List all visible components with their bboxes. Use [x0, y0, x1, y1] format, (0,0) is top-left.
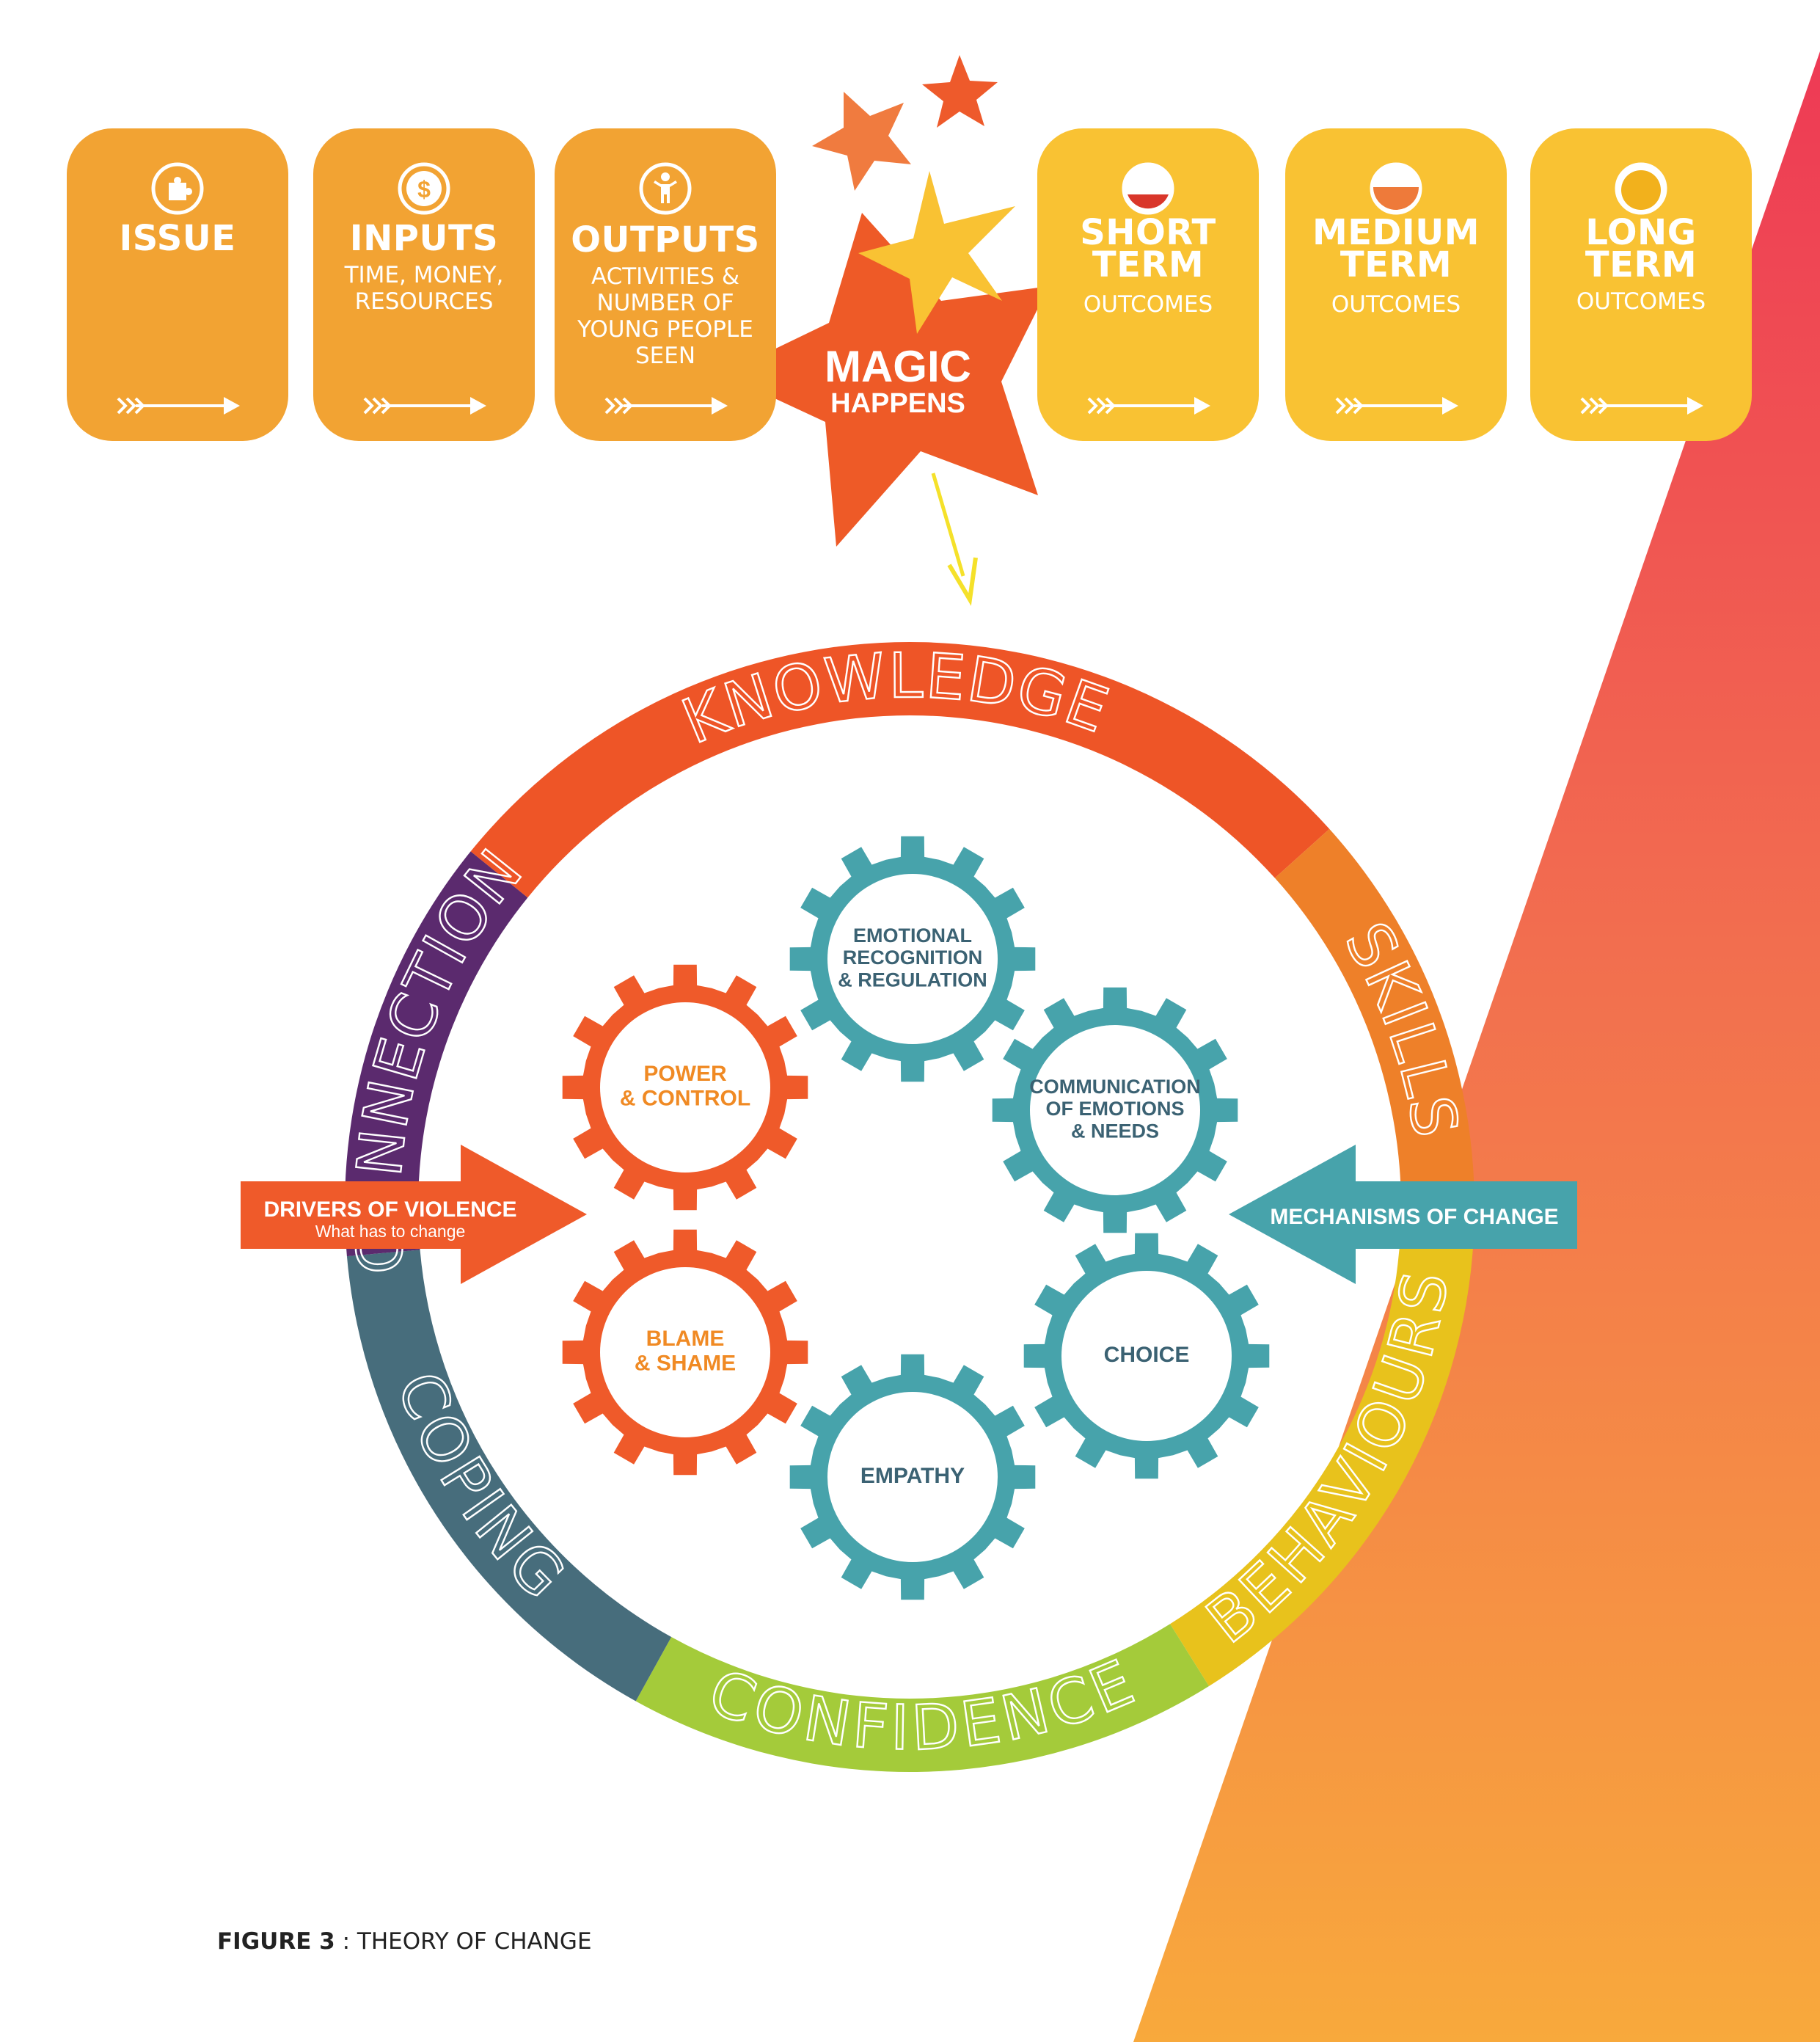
gear-empathy-center	[827, 1392, 998, 1562]
gear-blame-center	[600, 1267, 770, 1437]
box-subtitle: OUTCOMES	[1083, 291, 1213, 318]
box-title: MEDIUM TERM	[1312, 212, 1480, 285]
box-subtitle: OUTCOMES	[1331, 291, 1461, 318]
arrow-right-icon	[117, 397, 240, 415]
ring-segment-behaviours	[1170, 1233, 1474, 1686]
gauge-low-icon	[1122, 162, 1174, 215]
box-subtitle: ACTIVITIES & NUMBER OF YOUNG PEOPLE SEEN	[577, 263, 753, 369]
box-title: OUTPUTS	[571, 219, 760, 260]
gear-emotional-label: RECOGNITION	[843, 947, 983, 969]
svg-text:$: $	[417, 176, 431, 203]
arrow-right-icon	[604, 397, 728, 415]
ring-segment-knowledge	[470, 641, 1330, 898]
drivers-title: DRIVERS OF VIOLENCE	[263, 1197, 516, 1222]
caption-rest: : THEORY OF CHANGE	[335, 1928, 592, 1955]
arrow-right-icon	[1335, 397, 1458, 415]
ring-label-text: COPING	[382, 1362, 579, 1615]
gear-power-center	[600, 1002, 770, 1173]
puzzle-icon	[151, 162, 204, 215]
gear-blame-label: & SHAME	[635, 1352, 736, 1376]
arrow-right-icon	[1580, 397, 1703, 415]
gauge-full-icon	[1615, 162, 1667, 215]
figure-caption: FIGURE 3 : THEORY OF CHANGE	[217, 1928, 592, 1955]
ring-segment-coping	[346, 1250, 672, 1702]
ring-segment-confidence	[635, 1624, 1210, 1772]
gear-emotional-center	[827, 874, 998, 1044]
box-title: LONG TERM	[1585, 212, 1697, 285]
magic-line2: HAPPENS	[830, 388, 965, 419]
magic-line1: MAGIC	[825, 342, 971, 391]
caption-bold: FIGURE 3	[217, 1928, 335, 1955]
arrow-right-icon	[363, 397, 486, 415]
ring-segment-skills	[1274, 828, 1475, 1237]
magic-pointer-arrowhead	[947, 557, 978, 606]
box-subtitle: TIME, MONEY, RESOURCES	[344, 262, 504, 315]
gear-emotional-label: & REGULATION	[838, 969, 987, 991]
ring-label-text: SKILLS	[1330, 910, 1470, 1145]
magic-stars: MAGIC HAPPENS	[723, 55, 1049, 606]
ring-label-skills: SKILLS	[1331, 911, 1472, 1145]
gear-choice-label: CHOICE	[1104, 1343, 1190, 1367]
box-title: INPUTS	[349, 218, 499, 259]
box-inputs: $ INPUTS TIME, MONEY, RESOURCES	[313, 128, 535, 441]
mechanisms-of-change-arrow: MECHANISMS OF CHANGE	[1229, 1145, 1577, 1284]
gear-communication-label: & NEEDS	[1071, 1120, 1159, 1142]
magic-pointer-line	[931, 473, 965, 577]
small-star-icon	[812, 92, 911, 191]
dollar-icon: $	[398, 162, 450, 215]
drivers-of-violence-arrow: DRIVERS OF VIOLENCE What has to change	[241, 1145, 587, 1284]
person-icon	[639, 162, 692, 215]
ring-segment-connection	[345, 851, 528, 1257]
drivers-subtitle: What has to change	[315, 1222, 466, 1241]
gear-choice-center	[1061, 1271, 1232, 1441]
box-long-term: LONG TERM OUTCOMES	[1530, 128, 1752, 441]
box-title: SHORT TERM	[1080, 212, 1216, 285]
gear-emotional-label: EMOTIONAL	[853, 925, 972, 947]
yellow-star-icon	[858, 171, 1015, 334]
box-issue: ISSUE	[67, 128, 288, 441]
gear-power-label: POWER	[643, 1062, 727, 1086]
small-star-icon	[922, 55, 998, 128]
magic-star-icon	[723, 213, 1049, 547]
gauge-medium-icon	[1370, 162, 1422, 215]
gear-empathy-label: EMPATHY	[860, 1464, 965, 1488]
gear-blame-label: BLAME	[646, 1327, 725, 1351]
box-outputs: OUTPUTS ACTIVITIES & NUMBER OF YOUNG PEO…	[555, 128, 776, 441]
ring-label-knowledge: KNOWLEDGE	[673, 639, 1120, 757]
box-short-term: SHORT TERM OUTCOMES	[1037, 128, 1259, 441]
mechanisms-title: MECHANISMS OF CHANGE	[1270, 1205, 1558, 1229]
gear-communication-label: OF EMOTIONS	[1046, 1098, 1185, 1120]
box-subtitle: OUTCOMES	[1576, 288, 1706, 315]
ring-label-text: KNOWLEDGE	[671, 638, 1117, 759]
gear-communication-label: COMMUNICATION	[1029, 1076, 1200, 1098]
gear-power-label: & CONTROL	[620, 1087, 750, 1111]
arrow-right-icon	[1087, 397, 1210, 415]
gear-communication-center	[1030, 1025, 1200, 1195]
box-title: ISSUE	[119, 218, 236, 259]
box-medium-term: MEDIUM TERM OUTCOMES	[1285, 128, 1507, 441]
ring-label-coping: COPING	[383, 1363, 580, 1614]
